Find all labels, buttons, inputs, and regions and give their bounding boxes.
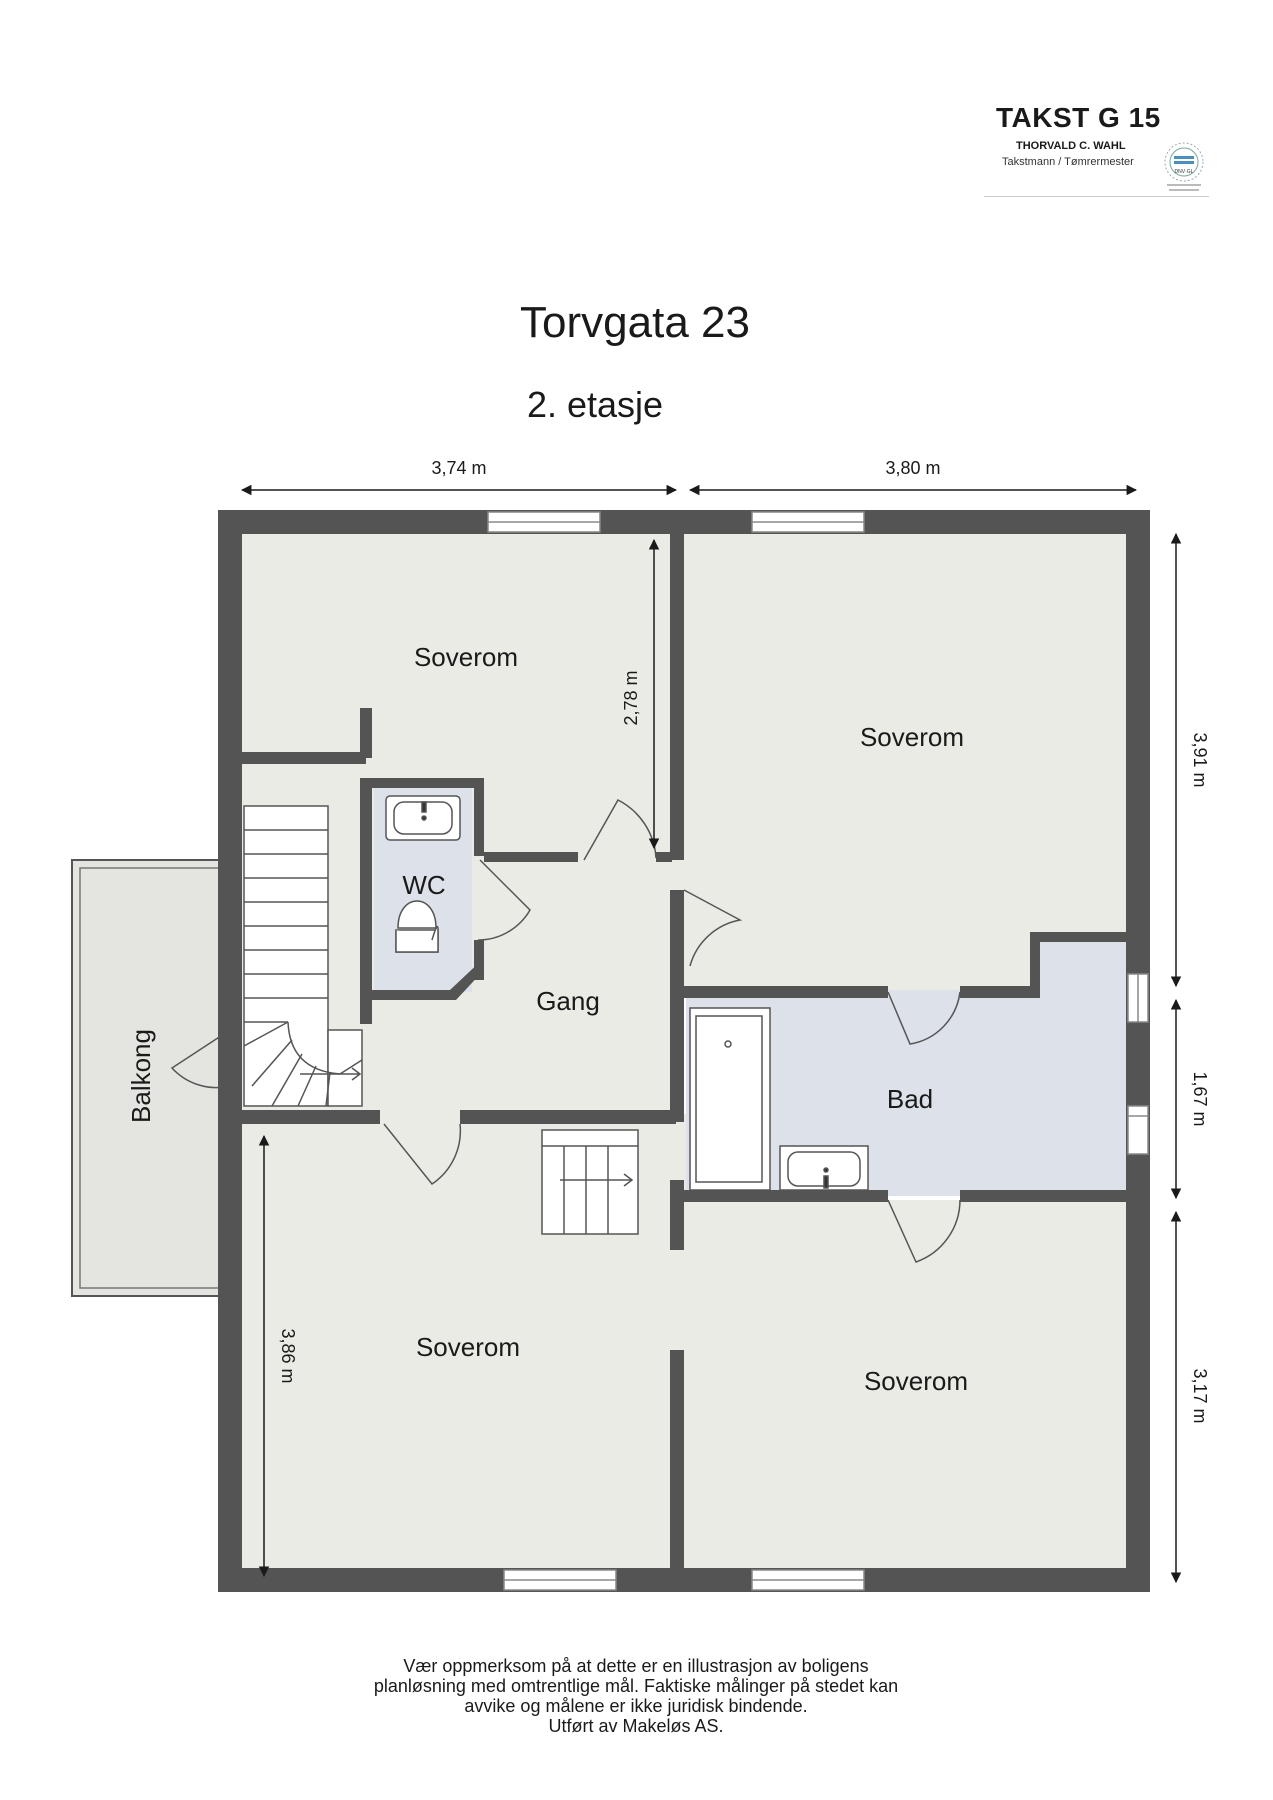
balcony — [71, 859, 221, 1297]
room-label-balkong: Balkong — [126, 1029, 156, 1123]
dim-top-right-width: 3,80 m — [885, 458, 940, 478]
person-role: Takstmann / Tømrermester — [1002, 156, 1134, 168]
room-label-bad: Bad — [887, 1084, 933, 1114]
floor-label: 2. etasje — [526, 384, 664, 425]
company-name: TAKST G 15 — [996, 102, 1161, 133]
dim-top-left-width: 3,74 m — [431, 458, 486, 478]
walls — [218, 510, 1150, 1592]
person-name: THORVALD C. WAHL — [1016, 140, 1126, 152]
company-logo: TAKST G 15 THORVALD C. WAHL Takstmann / … — [984, 100, 1209, 200]
dim-right-height-top: 3,91 m — [1190, 732, 1210, 787]
svg-text:DNV·GL: DNV·GL — [1175, 169, 1194, 175]
room-label-gang: Gang — [536, 986, 600, 1016]
dimension-lines — [240, 484, 1182, 1584]
bathroom-floor — [686, 938, 1128, 1196]
disclaimer-line: avvike og målene er ikke juridisk binden… — [464, 1696, 808, 1716]
room-label-soverom-top-right: Soverom — [860, 722, 964, 752]
disclaimer: Vær oppmerksom på at dette er en illustr… — [300, 1656, 972, 1736]
wc-fixtures — [385, 795, 461, 953]
windows — [487, 511, 1149, 1591]
dim-right-height-mid: 1,67 m — [1190, 1071, 1210, 1126]
room-label-wc: WC — [402, 870, 445, 900]
dim-right-height-bottom: 3,17 m — [1190, 1368, 1210, 1423]
logo-underline — [984, 196, 1209, 197]
disclaimer-line: planløsning med omtrentlige mål. Faktisk… — [373, 1676, 899, 1696]
disclaimer-line: Vær oppmerksom på at dette er en illustr… — [403, 1656, 869, 1676]
certification-badge-icon: DNV·GL — [1164, 142, 1204, 191]
doors — [170, 799, 961, 1263]
disclaimer-line: Utført av Makeløs AS. — [548, 1716, 724, 1736]
room-label-soverom-bottom-left: Soverom — [416, 1332, 520, 1362]
room-label-soverom-bottom-right: Soverom — [864, 1366, 968, 1396]
room-label-soverom-top-left: Soverom — [414, 642, 518, 672]
staircase-small — [541, 1129, 639, 1235]
dim-inner-height-top-left: 2,78 m — [621, 670, 641, 725]
address-title: Torvgata 23 — [520, 298, 750, 347]
staircase-main — [243, 805, 363, 1107]
bath-fixtures — [689, 1007, 869, 1191]
dim-inner-height-bottom-left: 3,86 m — [278, 1328, 298, 1383]
